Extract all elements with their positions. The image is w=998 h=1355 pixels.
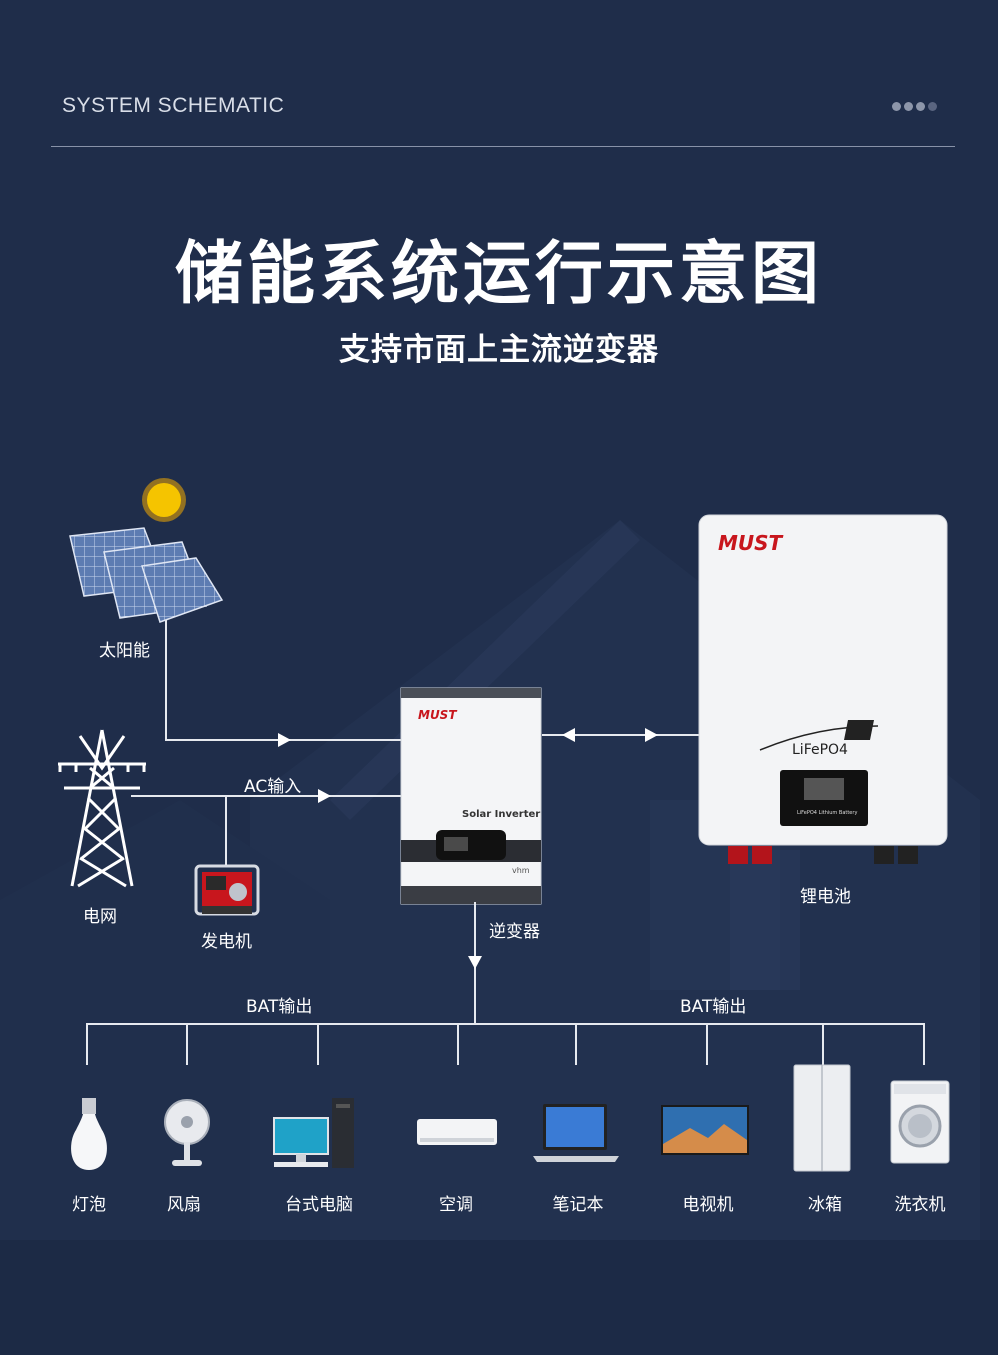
refrigerator-icon: [793, 1064, 851, 1172]
grid-label: 电网: [83, 907, 117, 927]
output-bus-line: [86, 1023, 925, 1025]
power-tower-icon: [58, 729, 146, 888]
drop-line: [317, 1023, 319, 1065]
appliance-label: 笔记本: [552, 1195, 604, 1215]
appliance-label: 冰箱: [808, 1195, 842, 1215]
appliance-label: 台式电脑: [285, 1195, 353, 1215]
washing-machine-icon: [890, 1080, 950, 1164]
pager-dot: [904, 102, 913, 111]
header-label: SYSTEM SCHEMATIC: [62, 94, 285, 117]
inverter-device: [400, 687, 542, 905]
appliance-label: 电视机: [682, 1195, 734, 1215]
solar-label: 太阳能: [99, 641, 150, 661]
generator-icon: [194, 864, 260, 916]
battery-link-arrow-left-icon: [562, 728, 575, 742]
drop-line: [575, 1023, 577, 1065]
pager-dot: [892, 102, 901, 111]
output-right-label: BAT输出: [680, 997, 747, 1017]
battery-panel-text: LiFePO4 Lithium Battery: [797, 810, 858, 816]
inverter-label: 逆变器: [489, 922, 540, 942]
output-arrow-icon: [468, 956, 482, 969]
battery-link-line: [542, 734, 700, 736]
page-title: 储能系统运行示意图: [174, 235, 823, 314]
battery-label: 锂电池: [800, 887, 851, 907]
fan-icon: [164, 1099, 210, 1166]
air-conditioner-icon: [417, 1119, 497, 1145]
laptop-icon: [533, 1104, 619, 1162]
drop-line: [822, 1023, 824, 1065]
header-divider: [51, 146, 955, 147]
appliance-label: 灯泡: [72, 1195, 106, 1215]
drop-line: [706, 1023, 708, 1065]
solar-panel-icon: [69, 527, 224, 623]
ac-arrow-icon: [318, 789, 331, 803]
page-subtitle: 支持市面上主流逆变器: [339, 332, 659, 368]
tv-icon: [661, 1105, 749, 1155]
desktop-computer-icon: [273, 1098, 354, 1168]
ac-input-line: [131, 795, 401, 797]
drop-line: [923, 1023, 925, 1065]
inverter-brand: MUST: [418, 708, 457, 722]
battery-link-arrow-right-icon: [645, 728, 658, 742]
bulb-icon: [71, 1098, 107, 1170]
appliance-label: 风扇: [167, 1195, 201, 1215]
pager-dots: [892, 102, 937, 111]
generator-line: [225, 795, 227, 865]
generator-label: 发电机: [201, 932, 252, 952]
battery-chemistry: LiFePO4: [792, 742, 848, 758]
inverter-model: Solar Inverter: [462, 809, 541, 820]
inverter-badge: vhm: [512, 866, 530, 875]
pager-dot: [916, 102, 925, 111]
battery-device: [698, 514, 948, 864]
appliance-label: 洗衣机: [894, 1195, 946, 1215]
drop-line: [186, 1023, 188, 1065]
drop-line: [457, 1023, 459, 1065]
battery-brand: MUST: [718, 531, 783, 555]
appliance-label: 空调: [439, 1195, 473, 1215]
sun-icon: [142, 478, 186, 522]
solar-arrow-icon: [278, 733, 291, 747]
output-left-label: BAT输出: [246, 997, 313, 1017]
drop-line: [86, 1023, 88, 1065]
solar-line: [165, 620, 167, 740]
pager-dot: [928, 102, 937, 111]
ac-input-label: AC输入: [244, 777, 302, 797]
